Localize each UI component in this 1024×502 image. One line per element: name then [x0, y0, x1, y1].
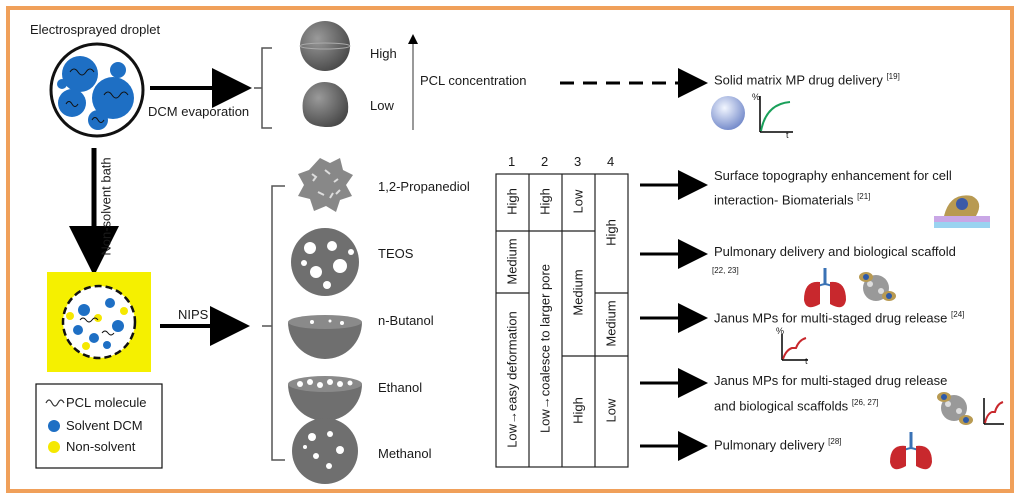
- propanediol-particle: [298, 158, 353, 212]
- table-header-2: 2: [541, 154, 549, 169]
- solvent-dcm-legend-icon: [48, 420, 60, 432]
- lungs-icon: [804, 268, 846, 308]
- table-header-1: 1: [508, 154, 516, 169]
- solvent-ethanol: Ethanol: [378, 380, 423, 395]
- cell-on-surface-icon: [934, 195, 990, 228]
- janus-graph-x-label: t: [805, 356, 808, 366]
- non-solvent-bath-label: Non-solvent bath: [98, 157, 114, 256]
- pcl-molecule-legend-icon: [45, 399, 65, 407]
- methanol-particle: [292, 418, 358, 484]
- droplet-title: Electrosprayed droplet: [30, 22, 161, 37]
- orange-frame: [6, 6, 1014, 493]
- janus-release-graph-icon: [781, 334, 808, 361]
- col4-medium: Medium: [603, 300, 619, 347]
- nips-droplet: [61, 284, 137, 360]
- property-table: [495, 173, 629, 468]
- solvent-n-butanol: n-Butanol: [378, 313, 434, 328]
- col3-medium: Medium: [570, 269, 586, 316]
- col1-medium: Medium: [504, 238, 520, 285]
- legend-pcl-molecule: PCL molecule: [66, 395, 147, 410]
- low-label: Low: [370, 98, 394, 113]
- outcome-2-line1: Pulmonary delivery and biological scaffo…: [714, 244, 956, 259]
- table-header-3: 3: [574, 154, 582, 169]
- col4-high: High: [603, 219, 619, 246]
- solvent-teos: TEOS: [378, 246, 414, 261]
- col2-high: High: [537, 188, 553, 215]
- solvent-propanediol: 1,2-Propanediol: [378, 179, 470, 194]
- outcome-1-line2: interaction- Biomaterials [21]: [714, 192, 871, 208]
- outcome-2-ref: [22, 23]: [712, 266, 739, 275]
- graph-y-label: %: [752, 92, 761, 102]
- solid-matrix-sphere-icon: [711, 96, 745, 130]
- solid-matrix-outcome: Solid matrix MP drug delivery [19]: [714, 72, 900, 88]
- dcm-evaporation-label: DCM evaporation: [148, 104, 250, 119]
- janus-release-graph-icon-2: [983, 398, 1004, 425]
- scaffold-with-cells-icon: [859, 272, 896, 301]
- outcome-5: Pulmonary delivery [28]: [714, 437, 842, 453]
- outcome-4-line1: Janus MPs for multi-staged drug release: [714, 373, 948, 388]
- legend-non-solvent: Non-solvent: [66, 439, 136, 454]
- lungs-icon-2: [890, 432, 932, 470]
- solvent-bracket: [262, 185, 285, 461]
- top-bracket: [254, 47, 272, 129]
- table-header-4: 4: [607, 154, 615, 169]
- col3-low: Low: [570, 189, 586, 214]
- pcl-concentration-label: PCL concentration: [420, 73, 527, 88]
- solvent-methanol: Methanol: [378, 446, 432, 461]
- janus-graph-y-label: %: [776, 326, 785, 336]
- col3-high: High: [570, 397, 586, 424]
- high-concentration-particle: [299, 21, 351, 71]
- teos-particle: [291, 228, 359, 296]
- ethanol-particle: [288, 376, 362, 421]
- low-concentration-particle: [302, 82, 349, 128]
- col2-low: Low→coalesce to larger pore: [537, 263, 553, 434]
- nips-label: NIPS: [178, 307, 209, 322]
- nips-droplet-contents: [66, 298, 128, 350]
- legend-solvent-dcm: Solvent DCM: [66, 418, 143, 433]
- electrosprayed-droplet: [49, 42, 145, 138]
- col4-low: Low: [603, 398, 619, 423]
- outcome-1-line1: Surface topography enhancement for cell: [714, 168, 952, 183]
- graph-x-label: t: [786, 130, 789, 140]
- n-butanol-particle: [288, 315, 362, 359]
- outcome-3: Janus MPs for multi-staged drug release …: [714, 310, 965, 326]
- outcome-4-line2: and biological scaffolds [26, 27]: [714, 398, 879, 414]
- release-graph-icon: [759, 96, 793, 133]
- high-label: High: [370, 46, 397, 61]
- non-solvent-legend-icon: [48, 441, 60, 453]
- scaffold-with-cells-icon-2: [937, 392, 973, 425]
- col1-low: Low→easy deformation: [504, 311, 520, 448]
